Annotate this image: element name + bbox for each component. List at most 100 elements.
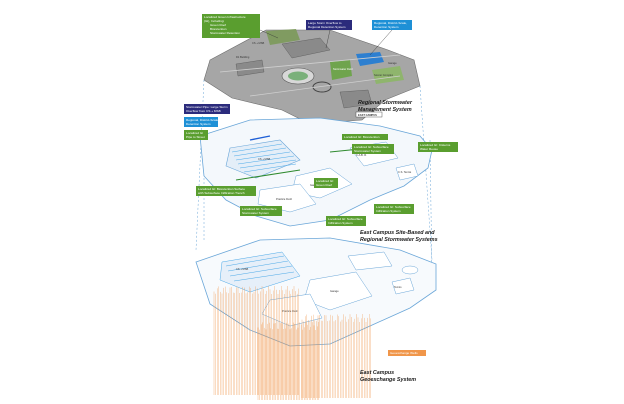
site-text-practice-field: Practice Field — [276, 197, 292, 201]
label-green-roof-l1: Localized GI: — [316, 179, 334, 183]
label-regional-detention — [372, 20, 412, 30]
geo-building-b — [347, 251, 393, 271]
label-regional-mid — [184, 117, 218, 127]
bioretention-strip — [235, 169, 301, 181]
map-text-d-building: D1 Building — [236, 55, 250, 59]
label-geothermal — [388, 350, 426, 356]
label-regional-detention-l1: Regional, District-Scale, — [374, 21, 407, 25]
label-stormwater-pipe-l2: Overflow from CS + MSB — [186, 109, 221, 113]
map-track — [312, 81, 332, 93]
label-subsurface-stormwater-l1: Localized GI: Subsurface — [354, 145, 389, 149]
map-stadium-field — [288, 71, 308, 81]
map-text-stormwater-field: Stormwater Field — [333, 67, 353, 71]
label-cisterns — [418, 142, 458, 152]
label-top-green — [202, 14, 260, 38]
map-text-soccer-complex: Soccer Complex — [374, 73, 394, 77]
label-bioretention-infiltration-l2: with Subsurface Infiltration Trench — [198, 191, 245, 195]
site-text-cab: C.A.B. R. — [356, 153, 367, 157]
title-geoexchange-l2: Geoexchange System — [360, 377, 416, 383]
east-campus-tag — [355, 111, 383, 118]
storm-pipe — [249, 135, 271, 141]
geo-text-practice-field: Practice Field — [282, 309, 298, 313]
site-tennis — [395, 163, 419, 181]
geo-practice-field — [261, 293, 323, 327]
geo-grid — [225, 255, 295, 282]
title-regional-l2: Management System — [358, 107, 412, 113]
label-subsurface-infiltration-l2: Infiltration System — [376, 209, 401, 213]
subsurface-grid — [231, 143, 297, 173]
leader-line — [325, 29, 331, 49]
label-top-green-l1: Localized Green Infrastructure — [204, 15, 246, 19]
label-subsurface-stormwater-2-l1: Localized GI: Subsurface — [242, 207, 277, 211]
label-stormwater-pipe-l1: Stormwater Pipe: Large Storm — [186, 105, 228, 109]
map-stormwater-field — [330, 60, 352, 80]
map-building — [281, 37, 331, 59]
map-detention-pond — [356, 52, 384, 66]
site-practice-field — [257, 183, 317, 213]
geo-text-cs-msb: CS + MSB — [236, 267, 248, 271]
map-building-2 — [235, 59, 265, 77]
label-green-roof — [314, 178, 338, 188]
label-large-storm-l1: Large Storm Overflow to — [308, 21, 342, 25]
label-regional-mid-l2: Detention System — [186, 122, 211, 126]
label-cisterns-l2: Water Reuse — [420, 147, 438, 151]
map-building-3 — [339, 89, 373, 109]
label-bioretention-infiltration — [196, 186, 256, 196]
regional-map-layer: CS + MSB D1 Building Stormwater Field So… — [203, 29, 421, 125]
geo-building-a — [219, 251, 301, 293]
label-subsurface-infiltration-2-l1: Localized GI: Subsurface — [328, 217, 363, 221]
geoexchange-wells — [213, 286, 371, 400]
geo-text-tennis: Tennis — [394, 285, 402, 289]
map-soccer-field — [372, 66, 404, 84]
title-regional-l1: Regional Stormwater — [358, 100, 413, 106]
label-top-green-l3: Green Roof — [210, 23, 226, 27]
title-geoexchange-l1: East Campus — [360, 370, 394, 376]
leader-line — [259, 29, 279, 39]
map-road — [219, 54, 401, 73]
geoexchange-layer: CS + MSB Garage Practice Field Tennis — [195, 237, 437, 347]
label-top-green-l2: (GI), Including: — [204, 19, 224, 23]
label-bioretention — [342, 134, 388, 140]
label-stormwater-pipe — [184, 104, 230, 114]
geo-text-garage: Garage — [330, 289, 339, 293]
map-text-garage-top: Garage — [388, 61, 397, 65]
title-east-campus-site-l1: East Campus Site-Based and — [360, 230, 435, 236]
label-green-roof-l2: Green Roof — [316, 183, 332, 187]
label-localized-pipe-l2: Pipe to Street — [186, 135, 205, 139]
label-large-storm-l2: Regional Detention System — [308, 25, 346, 29]
label-subsurface-infiltration — [374, 204, 414, 214]
label-localized-pipe — [184, 130, 208, 140]
label-bioretention-text: Localized GI: Bioretention — [344, 135, 380, 139]
label-subsurface-stormwater-l2: Stormwater System — [354, 149, 381, 153]
geo-tennis — [391, 277, 415, 295]
site-text-cs-tennis: C.S. Tennis — [398, 170, 412, 174]
label-top-green-l5: Stormwater Retention — [210, 31, 240, 35]
site-building-a — [225, 139, 301, 179]
label-localized-pipe-l1: Localized GI — [186, 131, 203, 135]
label-subsurface-infiltration-2 — [326, 216, 366, 226]
label-geothermal-text: Geoexchange Wells — [390, 351, 418, 355]
geo-round-bldg — [401, 265, 419, 275]
label-subsurface-infiltration-l1: Localized GI: Subsurface — [376, 205, 411, 209]
site-text-cs-msb: CS + MSB — [258, 157, 270, 161]
label-subsurface-infiltration-2-l2: Infiltration System — [328, 221, 353, 225]
map-green-roof — [266, 29, 300, 45]
label-cisterns-l1: Localized GI: Cisterns — [420, 143, 451, 147]
label-subsurface-stormwater-2 — [240, 206, 282, 216]
label-regional-detention-l2: Detention System — [374, 25, 399, 29]
leader-line — [369, 29, 393, 56]
title-east-campus-site-l2: Regional Stormwater Systems — [360, 237, 438, 243]
label-subsurface-stormwater-2-l2: Stormwater System — [242, 211, 269, 215]
map-road-2 — [249, 75, 401, 97]
top-label-group: Localized Green Infrastructure (GI), Inc… — [202, 14, 412, 56]
east-campus-label: EAST CAMPUS — [358, 113, 377, 117]
label-large-storm — [306, 20, 352, 30]
label-bioretention-infiltration-l1: Localized GI: Bioretention Surface — [198, 187, 245, 191]
label-regional-mid-l1: Regional, District-Scale, — [186, 118, 219, 122]
mid-label-group: Stormwater Pipe: Large Storm Overflow fr… — [184, 104, 458, 226]
label-top-green-l4: Bioretention — [210, 27, 227, 31]
map-text-cs-msb: CS + MSB — [252, 41, 264, 45]
label-subsurface-stormwater — [352, 144, 394, 154]
